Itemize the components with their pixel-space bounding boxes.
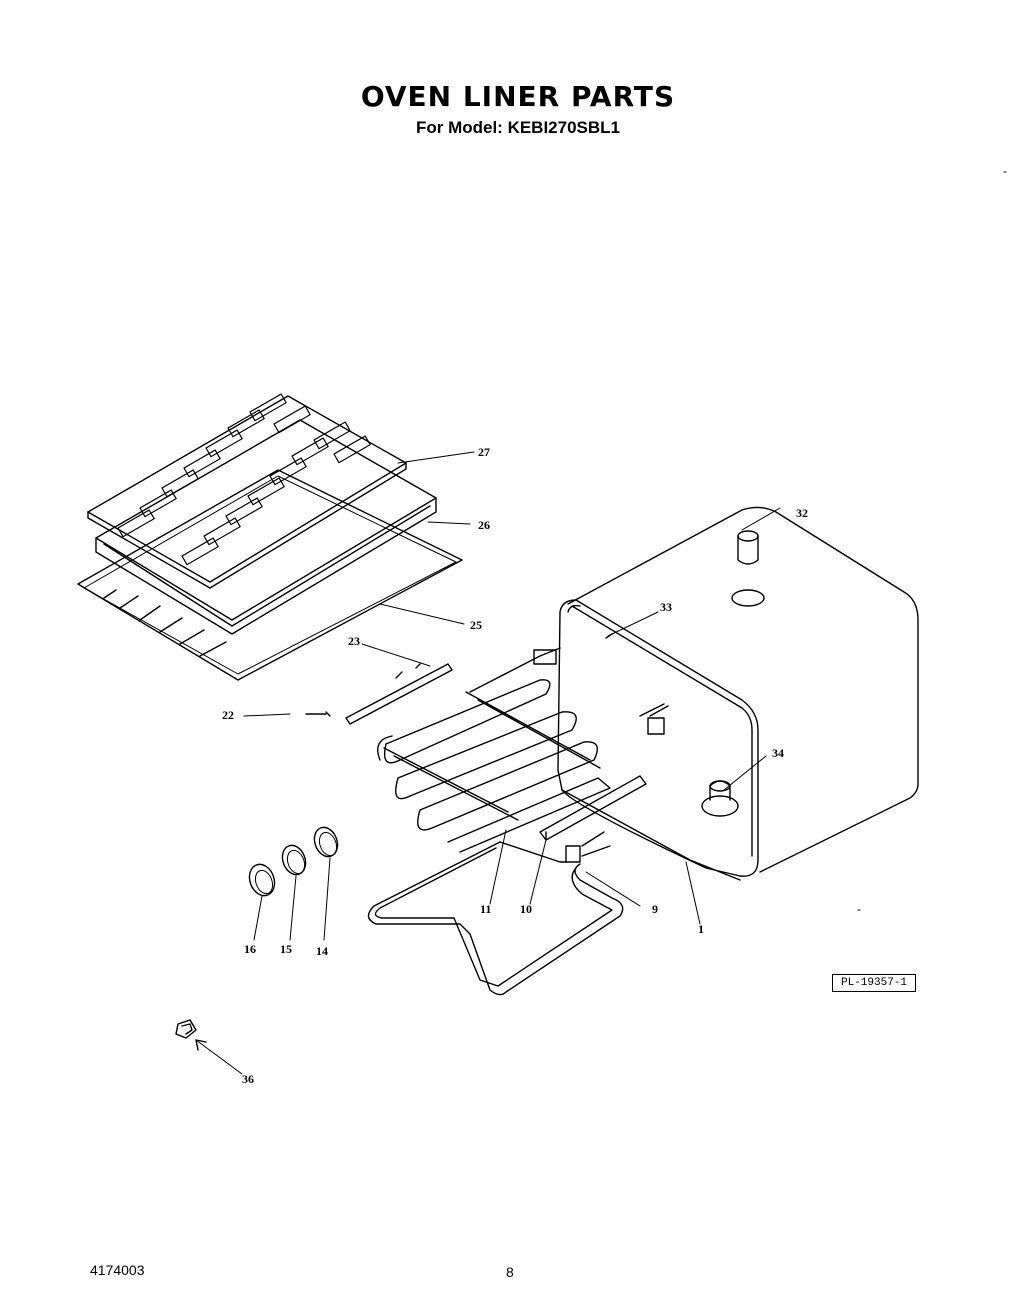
callout-26: 26 (478, 518, 490, 532)
callout-33: 33 (660, 600, 672, 614)
leader-lines-racks (379, 451, 475, 625)
callout-9: 9 (652, 902, 658, 916)
page-title: OVEN LINER PARTS (360, 80, 676, 113)
model-subtitle: For Model: KEBI270SBL1 (415, 118, 621, 137)
bake-element (377, 647, 669, 853)
leader-lines-elements (489, 829, 641, 907)
broiler-pan (95, 419, 437, 635)
callout-27: 27 (478, 445, 490, 459)
callout-32: 32 (796, 506, 808, 520)
callout-25: 25 (470, 618, 482, 632)
diagram-id-label: PL-19357-1 (832, 974, 916, 992)
callout-14: 14 (316, 944, 328, 958)
page-number: 8 (506, 1264, 514, 1280)
oven-rack (77, 469, 463, 681)
element-grommets (248, 826, 339, 941)
plug-button (175, 1019, 243, 1075)
callout-23: 23 (348, 634, 360, 648)
callout-15: 15 (280, 942, 292, 956)
callout-1: 1 (698, 922, 704, 936)
broil-element (367, 831, 624, 996)
callout-16: 16 (244, 942, 256, 956)
callout-10: 10 (520, 902, 532, 916)
oven-liner (557, 506, 919, 925)
rack-support (243, 643, 453, 725)
document-number: 4174003 (90, 1262, 145, 1278)
callout-34: 34 (772, 746, 784, 760)
element-bracket (539, 775, 647, 841)
broiler-pan-insert (87, 393, 407, 589)
callout-11: 11 (480, 902, 492, 916)
callout-36: 36 (242, 1072, 254, 1086)
callout-22: 22 (222, 708, 234, 722)
